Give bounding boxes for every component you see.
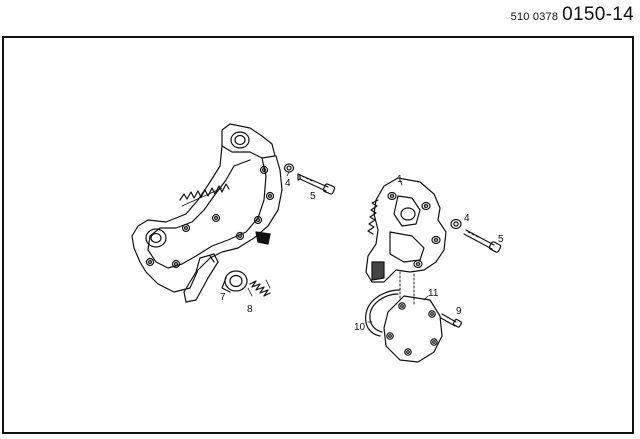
oil-pump-housing-icon	[131, 123, 283, 303]
callout-11: 11	[428, 288, 439, 299]
callout-10: 10	[354, 322, 366, 333]
callout-7: 7	[220, 292, 226, 303]
callout-4-left: 4	[285, 178, 291, 189]
callout-5-right: 5	[498, 234, 504, 245]
washer-icon	[450, 218, 462, 230]
diagram-frame	[2, 36, 634, 434]
callout-9: 9	[456, 306, 462, 317]
document-header: 510 0378 0150-14	[511, 4, 634, 26]
callout-6: 6	[263, 234, 269, 245]
bolt-icon	[297, 173, 336, 195]
screw-icon	[440, 313, 463, 328]
document-number: 0150-14	[562, 4, 634, 25]
callout-4-right: 4	[464, 213, 470, 224]
pump-cover-icon	[365, 177, 447, 305]
washer-icon	[283, 163, 295, 173]
callout-8: 8	[247, 304, 253, 315]
bolt-icon	[463, 229, 502, 253]
document-code: 510 0378	[510, 11, 559, 23]
gasket-icon	[365, 289, 401, 337]
spring-icon	[247, 279, 271, 297]
bushing-icon	[221, 270, 248, 293]
callout-5-left: 5	[310, 191, 316, 202]
leader-lines	[257, 171, 429, 323]
callout-1: 1	[397, 174, 403, 185]
base-plate-icon	[383, 295, 443, 363]
